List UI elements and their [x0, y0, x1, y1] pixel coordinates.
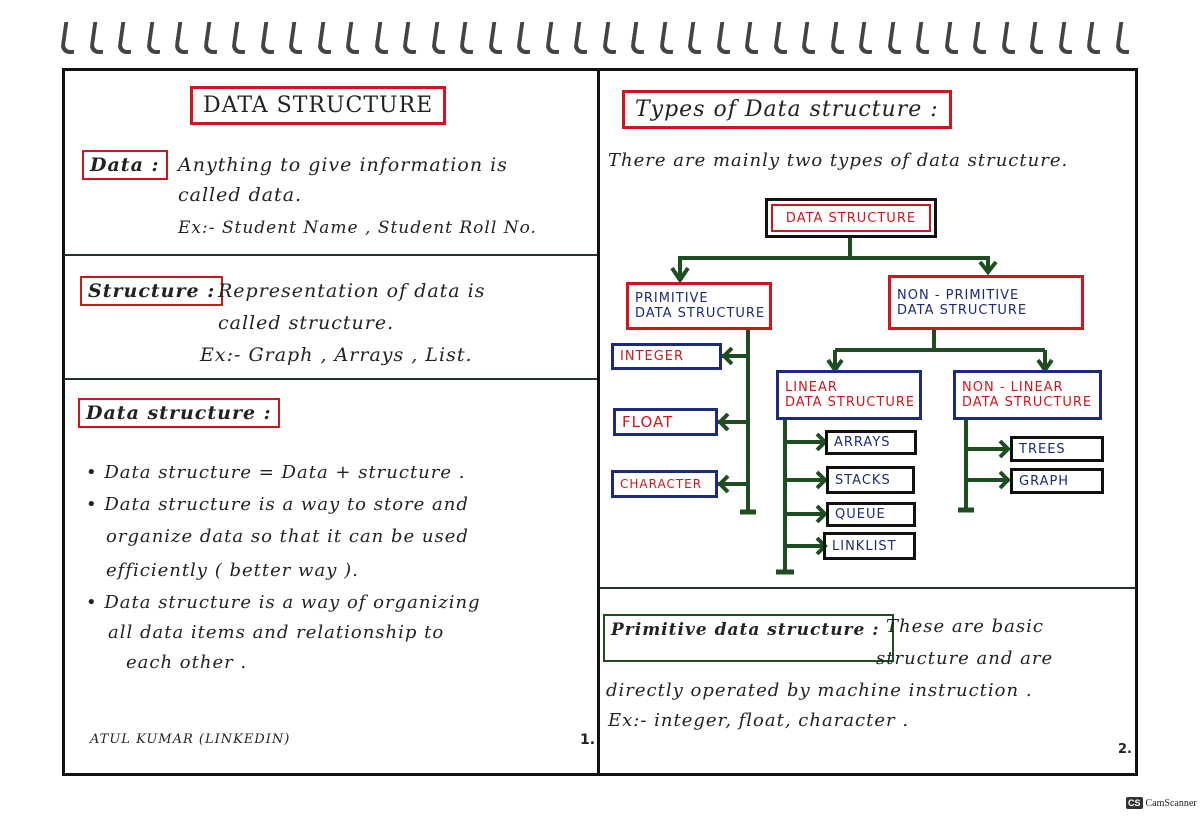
section-divider	[64, 254, 597, 256]
camscanner-text: CamScanner	[1145, 797, 1197, 809]
structure-label: Structure :	[80, 276, 224, 306]
page1-title: DATA STRUCTURE	[190, 86, 447, 125]
root-label: DATA STRUCTURE	[771, 204, 931, 232]
linklist-node: LINKLIST	[823, 532, 916, 560]
non-primitive-label: NON - PRIMITIVE	[897, 287, 1020, 303]
graph-node: GRAPH	[1010, 468, 1104, 494]
page2-title: Types of Data structure :	[622, 90, 952, 129]
camscanner-logo-icon: CS	[1126, 797, 1143, 809]
bullet-3-cont: all data items and relationship to	[108, 622, 445, 643]
primitive-example: Ex:- integer, float, character .	[608, 710, 910, 731]
character-node: CHARACTER	[611, 470, 718, 498]
arrays-node: ARRAYS	[825, 430, 917, 455]
camscanner-watermark: CS CamScanner	[1126, 797, 1197, 809]
non-linear-label: NON - LINEAR	[962, 380, 1064, 395]
bullet-3-cont: each other .	[126, 652, 248, 673]
structure-definition-line2: called structure.	[218, 312, 395, 334]
integer-node: INTEGER	[611, 343, 722, 370]
section-divider	[600, 587, 1136, 589]
float-node: FLOAT	[613, 408, 718, 436]
diagram-root-node: DATA STRUCTURE	[765, 198, 937, 238]
non-linear-label: DATA STRUCTURE	[962, 395, 1093, 410]
data-definition-line1: Anything to give information is	[178, 154, 508, 176]
primitive-definition-line3: directly operated by machine instruction…	[606, 680, 1033, 701]
data-definition-line2: called data.	[178, 184, 303, 206]
structure-example: Ex:- Graph , Arrays , List.	[200, 344, 473, 366]
queue-node: QUEUE	[826, 502, 916, 527]
bullet-1: • Data structure = Data + structure .	[86, 462, 466, 483]
primitive-label: DATA STRUCTURE	[635, 306, 766, 321]
bullet-2-cont: organize data so that it can be used	[106, 526, 469, 547]
trees-node: TREES	[1010, 436, 1104, 462]
page-number: 1.	[580, 732, 596, 748]
primitive-ds-label: Primitive data structure :	[603, 614, 894, 662]
data-structure-label: Data structure :	[78, 398, 280, 428]
linear-label: DATA STRUCTURE	[785, 395, 916, 410]
data-example: Ex:- Student Name , Student Roll No.	[178, 218, 537, 238]
stacks-node: STACKS	[826, 466, 915, 494]
structure-definition-line1: Representation of data is	[218, 280, 486, 302]
linear-label: LINEAR	[785, 380, 838, 395]
data-label: Data :	[82, 150, 168, 180]
primitive-label: PRIMITIVE	[635, 291, 709, 306]
page2-intro: There are mainly two types of data struc…	[608, 150, 1069, 171]
bullet-3: • Data structure is a way of organizing	[86, 592, 481, 613]
non-primitive-label: DATA STRUCTURE	[897, 302, 1028, 318]
author-credit: ATUL KUMAR (LINKEDIN)	[90, 732, 291, 747]
notebook-frame	[62, 68, 1138, 776]
page-number: 2.	[1118, 742, 1132, 757]
section-divider	[64, 378, 597, 380]
primitive-definition-line1: These are basic	[886, 616, 1044, 637]
bullet-2: • Data structure is a way to store and	[86, 494, 469, 515]
page-divider	[597, 68, 600, 776]
primitive-definition-line2: structure and are	[876, 648, 1054, 669]
bullet-2-cont: efficiently ( better way ).	[106, 560, 359, 581]
